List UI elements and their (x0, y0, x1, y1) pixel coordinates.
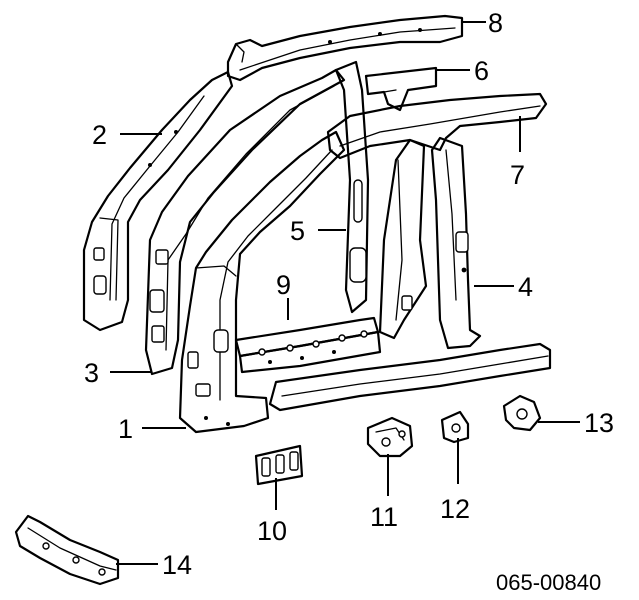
part-6-center-pillar-upper (364, 66, 438, 112)
callout-12: 12 (440, 494, 470, 524)
callout-13: 13 (584, 408, 614, 438)
part-8-roof-rail (226, 14, 464, 82)
callout-1: 1 (118, 414, 133, 444)
part-2-inner-front-pillar (82, 70, 234, 332)
part-7-roof-side-outer (326, 92, 548, 160)
part-12-bracket (440, 410, 470, 444)
callout-4: 4 (518, 272, 533, 302)
callout-7: 7 (510, 160, 525, 190)
callout-10: 10 (257, 516, 287, 546)
part-4-rocker-outer (268, 342, 552, 412)
callout-6: 6 (474, 56, 489, 86)
callout-2: 2 (92, 120, 107, 150)
callout-labels: 8 6 2 7 5 9 4 3 1 13 10 11 12 14 (84, 8, 614, 580)
figure-code: 065-00840 (496, 570, 601, 595)
leader-lines (110, 21, 580, 565)
callout-5: 5 (290, 216, 305, 246)
callout-11: 11 (370, 502, 398, 532)
part-3-front-pillar-reinforcement (144, 60, 370, 376)
part-14-cross-member (14, 514, 120, 586)
callout-9: 9 (276, 270, 291, 300)
part-13-bracket (502, 394, 542, 432)
part-1-side-outer-panel (178, 130, 482, 434)
callout-3: 3 (84, 358, 99, 388)
callout-14: 14 (162, 550, 192, 580)
callout-8: 8 (488, 8, 503, 38)
part-11-hinge-bracket (366, 416, 414, 458)
part-10-bracket (254, 444, 304, 486)
